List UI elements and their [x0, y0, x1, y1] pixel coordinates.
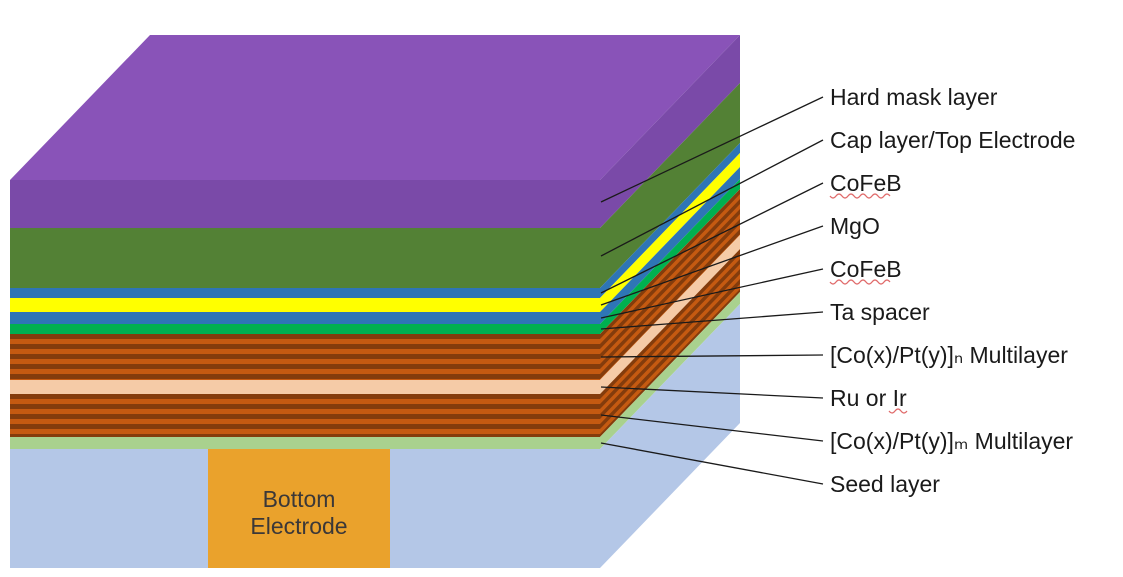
label-cap-layer: Cap layer/Top Electrode [830, 127, 1075, 153]
cofeb-bottom-side [600, 167, 740, 324]
label-cofeb-top: CoFeB [830, 170, 902, 196]
label-ru-ir: Ru or Ir [830, 385, 907, 411]
hard-mask-top-face [10, 35, 740, 180]
label-mgo: MgO [830, 213, 880, 239]
label-hard-mask: Hard mask layer [830, 84, 998, 110]
leader-line-seed-layer [600, 442, 824, 485]
ta-spacer-side [600, 179, 740, 334]
bottom-electrode-front [208, 449, 390, 568]
substrate-side [600, 304, 740, 568]
copt-n-multilayer-front [10, 334, 600, 380]
copt-m-multilayer-front [10, 394, 600, 437]
label-copt-n-multilayer: [Co(x)/Pt(y)]ₙ Multilayer [830, 342, 1068, 368]
label-seed-layer: Seed layer [830, 471, 940, 497]
spellcheck-squiggle [829, 193, 891, 199]
leader-line-mgo [600, 225, 824, 306]
hard-mask-front [10, 180, 600, 228]
bottom-electrode-label-line1: Bottom [263, 486, 336, 512]
copt-n-multilayer-side [600, 189, 740, 380]
spellcheck-squiggle [888, 408, 908, 414]
hard-mask-side [600, 35, 740, 228]
label-copt-m-multilayer: [Co(x)/Pt(y)]ₘ Multilayer [830, 428, 1073, 454]
cofeb-bottom-front [10, 312, 600, 324]
seed-layer-front [10, 437, 600, 449]
copt-m-multilayer-side [600, 249, 740, 437]
leader-lines [600, 96, 824, 485]
leader-line-copt-m-multilayer [600, 414, 824, 442]
leader-line-cofeb-bottom [600, 268, 824, 319]
label-cofeb-bottom: CoFeB [830, 256, 902, 282]
mgo-side [600, 153, 740, 312]
seed-layer-side [600, 292, 740, 449]
ru-ir-front [10, 380, 600, 394]
leader-line-ru-ir [600, 386, 824, 399]
leader-line-hard-mask [600, 96, 824, 203]
mgo-front [10, 298, 600, 312]
cap-layer-front [10, 228, 600, 288]
label-ta-spacer: Ta spacer [830, 299, 930, 325]
leader-line-copt-n-multilayer [600, 354, 824, 358]
leader-line-ta-spacer [600, 311, 824, 330]
leader-line-cofeb-top [600, 182, 824, 294]
bottom-electrode-label-line2: Electrode [250, 513, 347, 539]
cap-layer-side [600, 83, 740, 288]
ru-ir-side [600, 235, 740, 394]
cofeb-top-front [10, 288, 600, 298]
spellcheck-squiggle [829, 279, 891, 285]
ta-spacer-front [10, 324, 600, 334]
leader-line-cap-layer [600, 139, 824, 257]
